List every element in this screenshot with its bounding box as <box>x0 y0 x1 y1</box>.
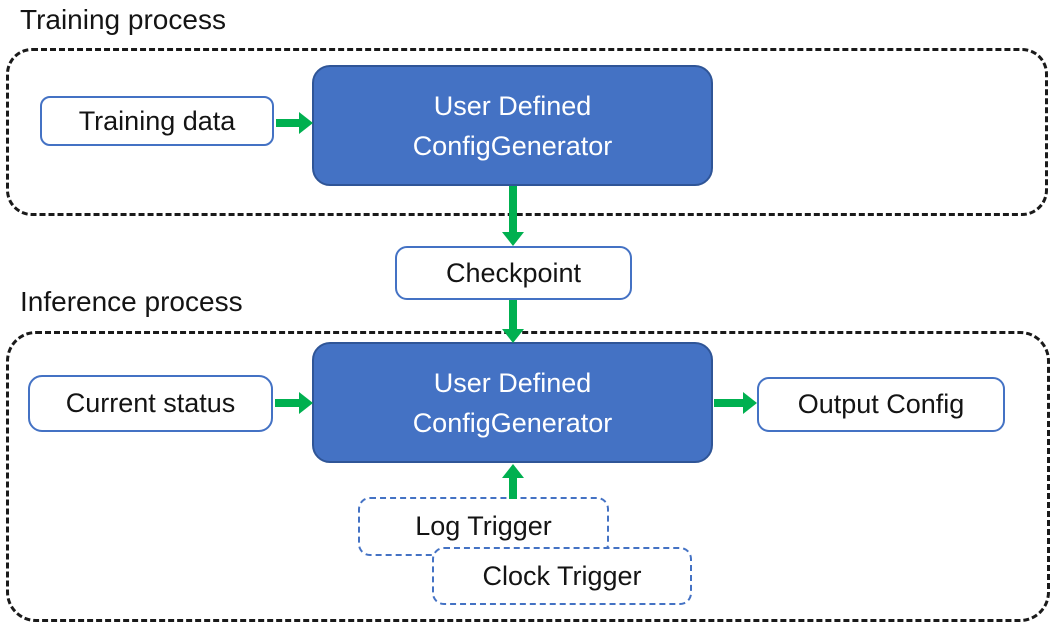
checkpoint-box: Checkpoint <box>395 246 632 300</box>
inference-config-generator-box: User Defined ConfigGenerator <box>312 342 713 463</box>
output-config-box: Output Config <box>757 377 1005 432</box>
training-data-box: Training data <box>40 96 274 146</box>
log-trigger-box: Log Trigger <box>358 497 609 556</box>
training-config-generator-line1: User Defined <box>433 90 592 121</box>
current-status-box: Current status <box>28 375 273 432</box>
training-config-generator-box: User Defined ConfigGenerator <box>312 65 713 186</box>
clock-trigger-box: Clock Trigger <box>432 547 692 605</box>
arrow-current-status-to-generator <box>275 391 313 415</box>
training-process-container <box>6 48 1048 216</box>
arrow-generator-to-checkpoint <box>501 186 525 246</box>
training-config-generator-line2: ConfigGenerator <box>412 130 613 161</box>
arrow-checkpoint-to-inference-generator <box>501 300 525 343</box>
inference-config-generator-line2: ConfigGenerator <box>412 407 613 438</box>
arrow-triggers-to-generator <box>501 464 525 499</box>
training-process-label: Training process <box>20 4 226 35</box>
arrow-training-data-to-generator <box>276 111 313 135</box>
arrow-generator-to-output-config <box>714 391 757 415</box>
inference-process-label: Inference process <box>20 286 243 317</box>
inference-config-generator-line1: User Defined <box>433 367 592 398</box>
inference-process-container <box>6 331 1050 622</box>
